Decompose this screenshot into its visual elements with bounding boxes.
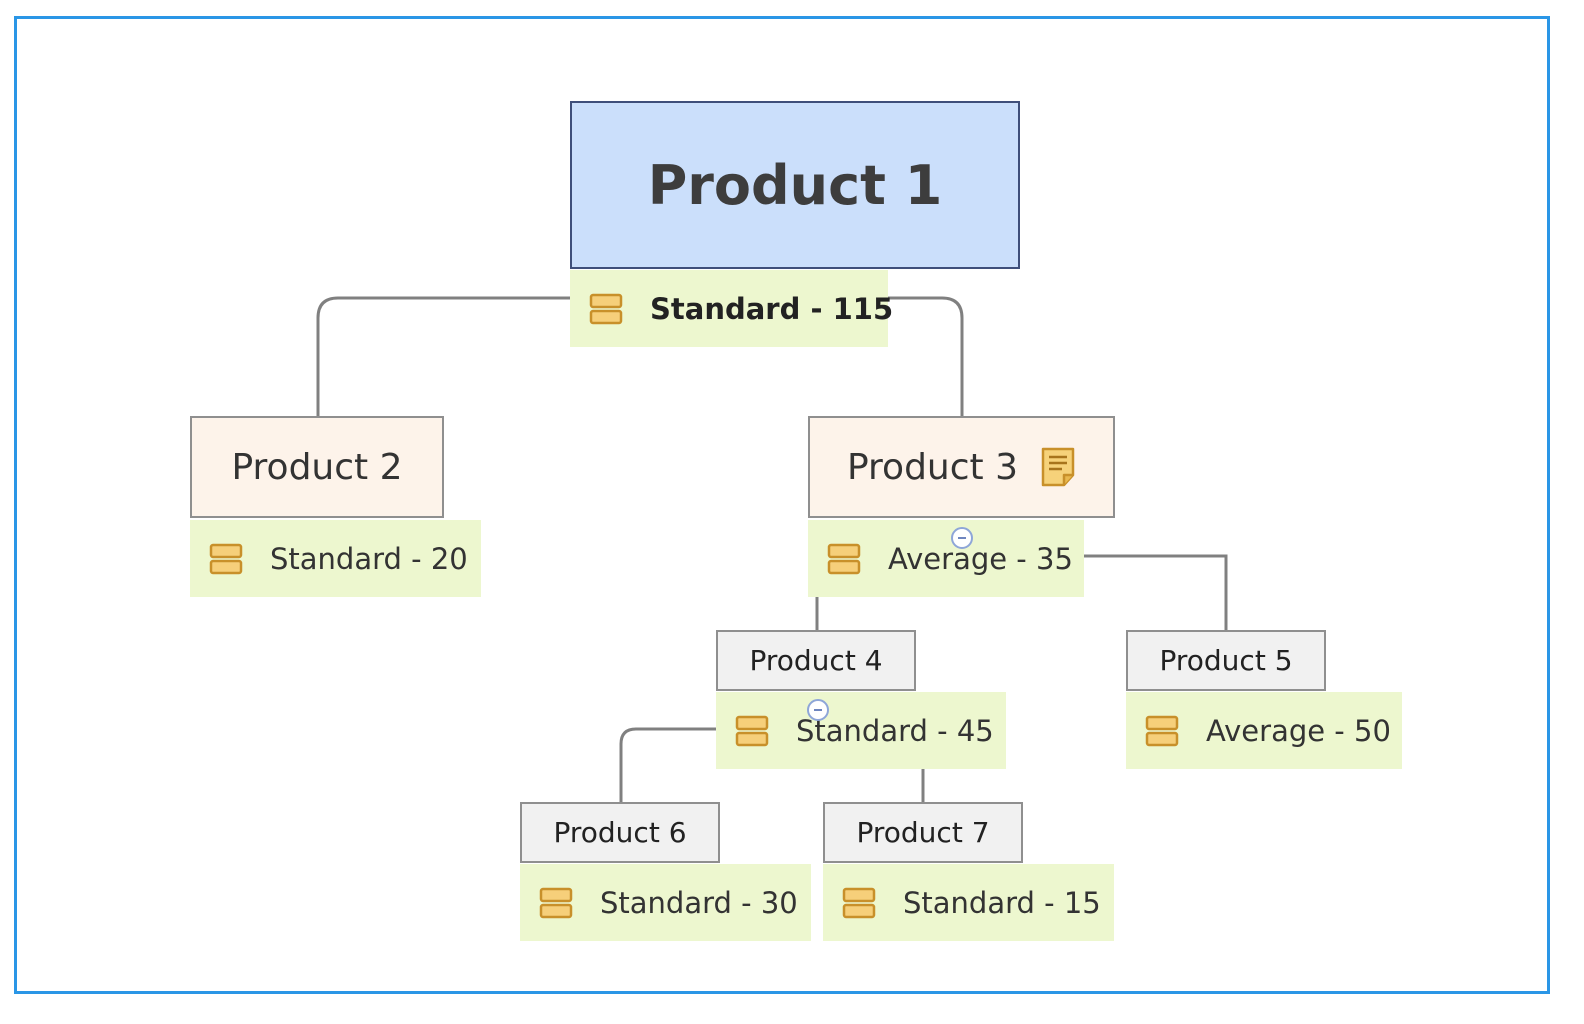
node-product-7-label: Product 7 xyxy=(856,816,990,849)
tag-product-2[interactable]: Standard - 20 xyxy=(190,520,481,597)
node-product-1[interactable]: Product 1 xyxy=(570,101,1020,269)
tag-product-6-label: Standard - 30 xyxy=(600,885,798,920)
edge-p1-p2 xyxy=(316,296,570,416)
tag-product-3-label: Average - 35 xyxy=(888,541,1073,576)
tag-product-6[interactable]: Standard - 30 xyxy=(520,864,811,941)
database-icon xyxy=(539,887,573,918)
edge-p4-p6 xyxy=(619,727,716,802)
node-product-3-label: Product 3 xyxy=(846,446,1019,488)
tag-product-3[interactable]: Average - 35 xyxy=(808,520,1084,597)
tag-product-4[interactable]: Standard - 45 xyxy=(716,692,1006,769)
tag-product-1[interactable]: Standard - 115 xyxy=(570,270,893,347)
tag-product-5[interactable]: Average - 50 xyxy=(1126,692,1402,769)
node-product-7[interactable]: Product 7 xyxy=(823,802,1023,863)
node-product-5-label: Product 5 xyxy=(1159,644,1293,677)
tag-product-7[interactable]: Standard - 15 xyxy=(823,864,1114,941)
tag-product-4-label: Standard - 45 xyxy=(796,713,994,748)
database-icon xyxy=(842,887,876,918)
note-icon[interactable] xyxy=(1040,446,1076,488)
collapse-icon[interactable] xyxy=(807,699,829,721)
tag-product-1-label: Standard - 115 xyxy=(650,291,894,326)
node-product-5[interactable]: Product 5 xyxy=(1126,630,1326,691)
tag-product-2-label: Standard - 20 xyxy=(270,541,468,576)
node-product-2[interactable]: Product 2 xyxy=(190,416,444,518)
node-product-3[interactable]: Product 3 xyxy=(808,416,1115,518)
node-product-1-label: Product 1 xyxy=(647,153,943,217)
node-product-6-label: Product 6 xyxy=(553,816,687,849)
diagram-frame xyxy=(14,16,1550,994)
node-product-2-label: Product 2 xyxy=(231,446,403,488)
database-icon xyxy=(827,543,861,574)
database-icon xyxy=(209,543,243,574)
edge-p1-p3 xyxy=(887,296,964,416)
edge-p3-p5 xyxy=(1083,554,1228,630)
node-product-4-label: Product 4 xyxy=(749,644,883,677)
tag-product-5-label: Average - 50 xyxy=(1206,713,1391,748)
database-icon xyxy=(589,293,623,324)
node-product-4[interactable]: Product 4 xyxy=(716,630,916,691)
tag-product-7-label: Standard - 15 xyxy=(903,885,1101,920)
collapse-icon[interactable] xyxy=(951,527,973,549)
database-icon xyxy=(735,715,769,746)
database-icon xyxy=(1145,715,1179,746)
node-product-6[interactable]: Product 6 xyxy=(520,802,720,863)
